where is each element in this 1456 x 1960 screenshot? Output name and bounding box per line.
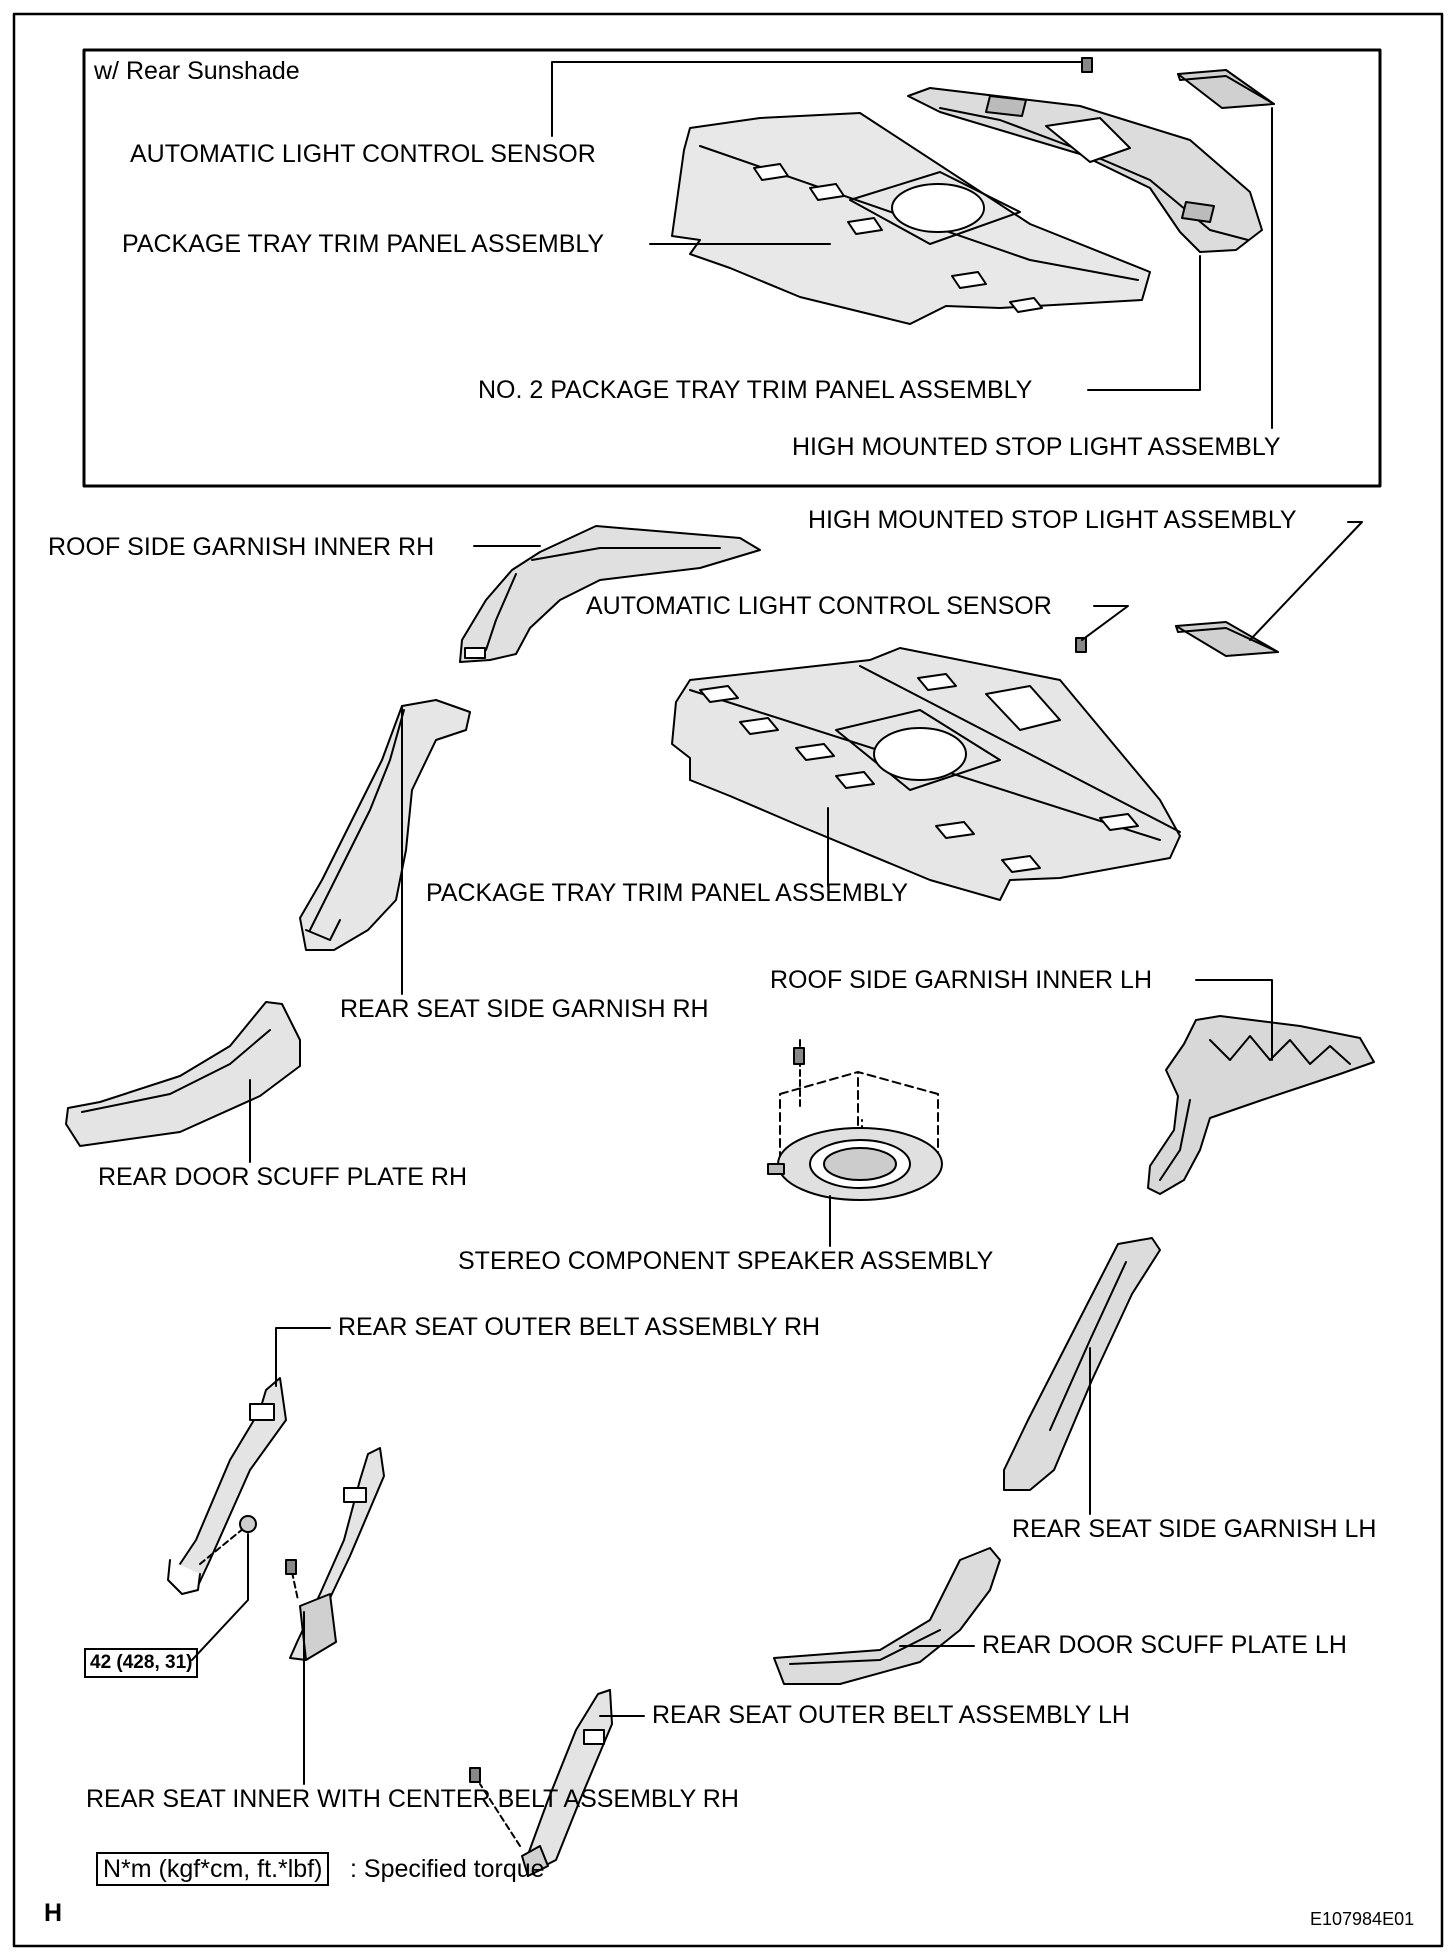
roof-side-garnish-inner-lh bbox=[1147, 1015, 1375, 1195]
legend-text: : Specified torque bbox=[350, 1855, 545, 1883]
inset-title: w/ Rear Sunshade bbox=[94, 57, 300, 85]
rear-seat-outer-belt-lh bbox=[469, 1689, 613, 1877]
auto-light-control-sensor bbox=[1075, 637, 1087, 653]
roof-side-garnish-inner-rh bbox=[459, 525, 761, 663]
legend-unit-box: N*m (kgf*cm, ft.*lbf) bbox=[96, 1852, 330, 1886]
stereo-component-speaker bbox=[767, 1039, 943, 1201]
label-outer-belt-rh: REAR SEAT OUTER BELT ASSEMBLY RH bbox=[338, 1313, 821, 1341]
main-leaders bbox=[191, 521, 1363, 1785]
inset-leaders bbox=[551, 61, 1273, 429]
label-auto-light-sensor: AUTOMATIC LIGHT CONTROL SENSOR bbox=[586, 592, 1052, 620]
label-roof-garnish-lh: ROOF SIDE GARNISH INNER LH bbox=[770, 966, 1152, 994]
rear-seat-side-garnish-lh bbox=[1003, 1237, 1161, 1491]
label-inner-center-belt-rh: REAR SEAT INNER WITH CENTER BELT ASSEMBL… bbox=[86, 1785, 739, 1813]
label-scuff-lh: REAR DOOR SCUFF PLATE LH bbox=[982, 1631, 1347, 1659]
inset-auto-light-sensor bbox=[1081, 57, 1093, 73]
inset-package-tray-panel bbox=[671, 112, 1151, 325]
label-package-tray: PACKAGE TRAY TRIM PANEL ASSEMBLY bbox=[426, 879, 909, 907]
inset-frame bbox=[82, 48, 1382, 488]
inset-label-auto-light-sensor: AUTOMATIC LIGHT CONTROL SENSOR bbox=[130, 140, 596, 168]
package-tray-trim-panel bbox=[671, 647, 1181, 901]
inset-high-mounted-stop-light bbox=[1177, 69, 1275, 109]
inset-label-package-tray: PACKAGE TRAY TRIM PANEL ASSEMBLY bbox=[122, 230, 605, 258]
label-side-garnish-lh: REAR SEAT SIDE GARNISH LH bbox=[1012, 1515, 1377, 1543]
rear-door-scuff-plate-rh bbox=[65, 1001, 301, 1147]
label-scuff-rh: REAR DOOR SCUFF PLATE RH bbox=[98, 1163, 468, 1191]
footer-code: H bbox=[44, 1899, 63, 1927]
inset-label-hmsl: HIGH MOUNTED STOP LIGHT ASSEMBLY bbox=[792, 433, 1281, 461]
inset-no2-package-tray-panel bbox=[907, 87, 1263, 253]
rear-seat-outer-belt-rh bbox=[167, 1377, 287, 1595]
rear-seat-side-garnish-rh bbox=[299, 699, 471, 951]
inset-label-no2-package-tray: NO. 2 PACKAGE TRAY TRIM PANEL ASSEMBLY bbox=[478, 376, 1033, 404]
label-side-garnish-rh: REAR SEAT SIDE GARNISH RH bbox=[340, 995, 709, 1023]
label-outer-belt-lh: REAR SEAT OUTER BELT ASSEMBLY LH bbox=[652, 1701, 1130, 1729]
label-roof-garnish-rh: ROOF SIDE GARNISH INNER RH bbox=[48, 533, 435, 561]
label-hmsl: HIGH MOUNTED STOP LIGHT ASSEMBLY bbox=[808, 506, 1297, 534]
torque-value: 42 (428, 31) bbox=[84, 1648, 199, 1678]
label-speaker: STEREO COMPONENT SPEAKER ASSEMBLY bbox=[458, 1247, 994, 1275]
rear-door-scuff-plate-lh bbox=[773, 1547, 1001, 1685]
outer-frame bbox=[12, 12, 1444, 1948]
rear-seat-inner-center-belt-rh bbox=[285, 1447, 385, 1661]
drawing-id: E107984E01 bbox=[1310, 1909, 1415, 1929]
high-mounted-stop-light bbox=[1175, 621, 1279, 657]
